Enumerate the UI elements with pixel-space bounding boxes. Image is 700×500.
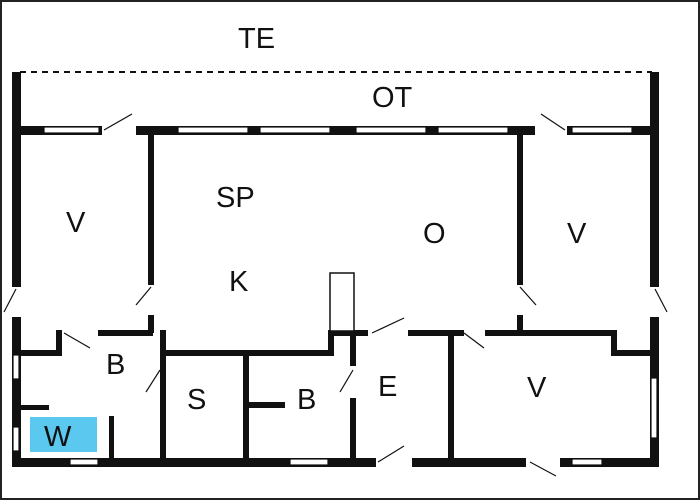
- door-v-left: [135, 286, 152, 306]
- w-highlight-box: [30, 417, 97, 452]
- label-k: K: [229, 266, 249, 298]
- outer-wall-bottom: [12, 458, 659, 467]
- label-b-left: B: [106, 349, 125, 381]
- wall-b-stub: [249, 402, 285, 408]
- door-b-mid: [339, 369, 354, 393]
- wall-o-v-right: [517, 135, 523, 285]
- label-b-mid: B: [297, 384, 316, 416]
- wall-b-e: [350, 398, 356, 460]
- label-sp: SP: [216, 182, 255, 214]
- door-v-right: [519, 286, 537, 306]
- bottom-openings: [69, 445, 603, 477]
- wall-e-v: [448, 336, 454, 460]
- wall-s-b: [243, 356, 249, 460]
- outer-wall-top: [12, 126, 659, 135]
- top-windows: [43, 126, 633, 134]
- wall-middle-horizontal: [21, 330, 651, 460]
- door-b-left: [145, 369, 161, 393]
- wall-v-left-sp: [148, 135, 154, 285]
- side-openings: [3, 287, 668, 452]
- label-e: E: [378, 371, 397, 403]
- label-o: O: [423, 218, 446, 250]
- label-s: S: [187, 384, 206, 416]
- top-doors: [102, 113, 567, 135]
- label-w: W: [44, 421, 72, 453]
- shaft-outline: [329, 272, 355, 332]
- label-ot: OT: [372, 82, 413, 114]
- label-te: TE: [238, 23, 275, 55]
- label-v-bottom: V: [527, 372, 547, 404]
- outer-wall-left: [12, 72, 21, 467]
- label-v-right: V: [567, 218, 587, 250]
- outer-wall-right: [650, 72, 659, 467]
- label-v-left: V: [66, 207, 86, 239]
- middle-doors: [63, 317, 485, 349]
